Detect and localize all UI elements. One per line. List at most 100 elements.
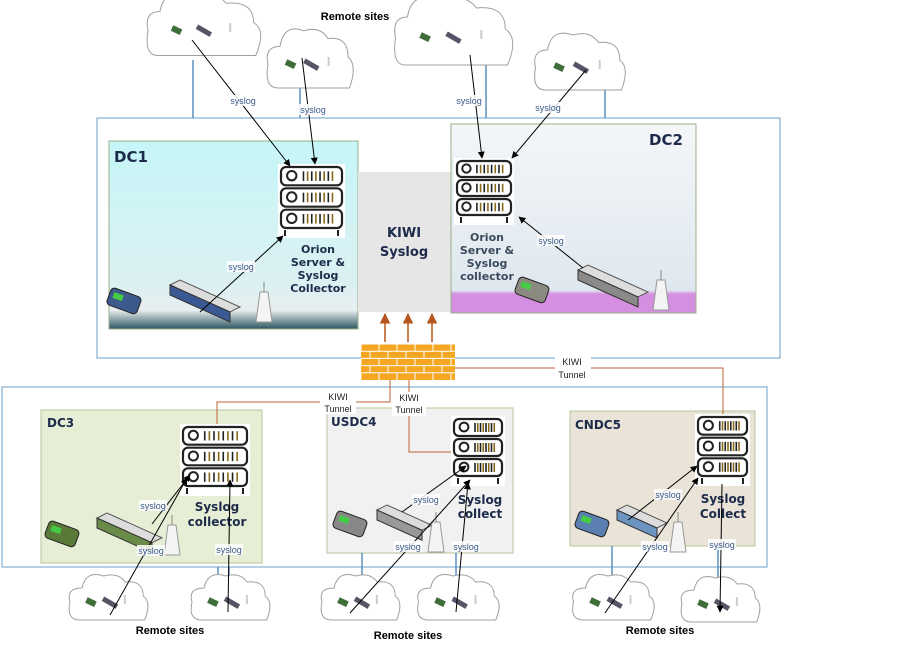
router-icon xyxy=(553,62,565,72)
firewall-arrows xyxy=(379,312,438,342)
syslog-label: syslog xyxy=(228,262,254,272)
router-icon xyxy=(419,32,431,42)
access-point-icon xyxy=(480,30,483,39)
dc2-server-label-2: Server & xyxy=(460,244,515,257)
cloud-icon xyxy=(394,0,514,66)
cloud-icon xyxy=(266,28,354,89)
access-point-icon xyxy=(598,60,601,69)
kiwi-line2: Syslog xyxy=(380,245,428,260)
syslog-label: syslog xyxy=(140,501,166,511)
dc1-server-label-4: Collector xyxy=(290,282,346,295)
dc2-orion-server-icon[interactable] xyxy=(454,158,514,225)
router-icon xyxy=(589,597,601,607)
tunnel-cndc5-label-2: Tunnel xyxy=(558,370,585,380)
syslog-label-bg xyxy=(137,545,165,556)
dc2-title: DC2 xyxy=(649,131,683,149)
access-point-icon xyxy=(735,597,738,606)
dc1-orion-server-icon[interactable] xyxy=(278,164,345,238)
switch-icon xyxy=(451,596,468,609)
remote-sites-label-top: Remote sites xyxy=(321,11,389,23)
cloud-icon xyxy=(68,574,149,621)
dc1-access-point-icon xyxy=(255,282,273,323)
usdc4-syslog-collector-icon[interactable] xyxy=(451,416,505,486)
switch-icon xyxy=(713,598,731,611)
syslog-label: syslog xyxy=(456,96,482,106)
cndc5-server-label-1: Syslog xyxy=(701,492,746,506)
firewall-icon xyxy=(360,343,455,380)
syslog-label: syslog xyxy=(230,96,256,106)
usdc4-title: USDC4 xyxy=(331,415,377,429)
syslog-label-bg xyxy=(641,541,669,552)
syslog-label: syslog xyxy=(655,490,681,500)
dc1-server-label-3: Syslog xyxy=(298,269,339,282)
dc1-server-label-2: Server & xyxy=(291,256,346,269)
kiwi-syslog-zone[interactable]: KIWI Syslog xyxy=(358,172,451,312)
tunnel-dc3-label-2: Tunnel xyxy=(324,404,351,414)
syslog-label-bg xyxy=(452,541,480,552)
access-point-icon xyxy=(629,595,632,604)
tunnel-usdc4-label-1: KIWI xyxy=(399,393,419,403)
syslog-label: syslog xyxy=(709,540,735,550)
dc3-title: DC3 xyxy=(47,416,74,430)
syslog-label: syslog xyxy=(535,103,561,113)
tunnel-cndc5-label-1: KIWI xyxy=(562,357,582,367)
dc3-router-icon xyxy=(44,520,80,548)
dc3-server-label-1: Syslog xyxy=(195,500,240,514)
syslog-label: syslog xyxy=(395,542,421,552)
cndc5-server-label-2: Collect xyxy=(700,507,747,521)
cloud-icon xyxy=(534,32,626,91)
syslog-label: syslog xyxy=(138,546,164,556)
switch-icon xyxy=(445,31,462,44)
cndc5-access-point-icon xyxy=(669,512,687,553)
remote-sites-label-cndc5: Remote sites xyxy=(626,625,694,637)
kiwi-syslog-box xyxy=(358,172,451,312)
cloud-icon xyxy=(190,574,271,621)
cndc5-router-icon xyxy=(574,510,610,538)
syslog-label-bg xyxy=(229,95,257,106)
cndc5-syslog-collector-icon[interactable] xyxy=(695,414,750,486)
access-point-icon xyxy=(474,595,477,604)
cloud-icon xyxy=(320,574,401,621)
switch-icon xyxy=(303,58,320,71)
dc3-syslog-collector-icon[interactable] xyxy=(180,424,250,496)
syslog-label-bg xyxy=(654,489,682,500)
tunnel-usdc4-label-2: Tunnel xyxy=(395,405,422,415)
router-icon xyxy=(170,25,183,35)
kiwi-line1: KIWI xyxy=(387,226,421,241)
access-point-icon xyxy=(123,595,126,604)
router-icon xyxy=(85,597,97,607)
usdc4-server-label-1: Syslog xyxy=(458,493,503,507)
router-icon xyxy=(697,599,709,609)
cloud-icon xyxy=(572,574,655,621)
syslog-label-bg xyxy=(139,500,167,511)
dc2-server-label-1: Orion xyxy=(470,231,504,244)
router-icon xyxy=(207,597,219,607)
syslog-label-bg xyxy=(412,494,440,505)
dc2-server-label-3: Syslog xyxy=(467,257,508,270)
syslog-label-bg xyxy=(534,102,562,113)
switch-icon xyxy=(195,24,213,37)
switch-icon xyxy=(101,596,119,609)
syslog-label-bg xyxy=(299,104,327,115)
cloud-icon xyxy=(146,0,262,56)
syslog-label-bg xyxy=(708,539,736,550)
syslog-label-bg xyxy=(455,95,483,106)
syslog-label: syslog xyxy=(300,105,326,115)
usdc4-server-label-2: collect xyxy=(458,507,503,521)
usdc4-router-icon xyxy=(332,510,368,538)
access-point-icon xyxy=(375,595,378,604)
syslog-label: syslog xyxy=(216,545,242,555)
syslog-label: syslog xyxy=(453,542,479,552)
syslog-label-bg xyxy=(227,261,255,272)
syslog-label-bg xyxy=(215,544,243,555)
syslog-label: syslog xyxy=(538,236,564,246)
syslog-label: syslog xyxy=(642,542,668,552)
dc2-server-label-4: collector xyxy=(460,270,514,283)
cndc5-title: CNDC5 xyxy=(575,418,621,432)
switch-icon xyxy=(606,596,623,609)
access-point-icon xyxy=(245,595,248,604)
syslog-arrow xyxy=(511,69,587,159)
syslog-arrow xyxy=(199,235,284,313)
router-icon xyxy=(337,597,349,607)
